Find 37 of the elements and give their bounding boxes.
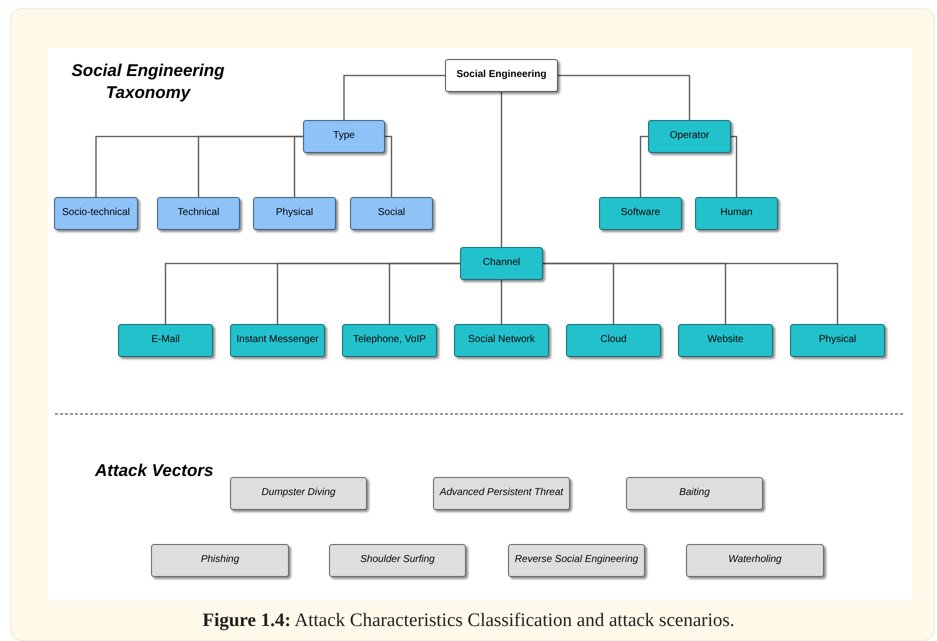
attack-vector-box: Reverse Social Engineering bbox=[508, 544, 645, 577]
attack-vector-box: Phishing bbox=[151, 544, 289, 577]
attack-vector-box: Waterholing bbox=[686, 544, 824, 577]
category-box: Software bbox=[599, 197, 682, 230]
connector-line bbox=[500, 92, 502, 247]
attack-vector-box: Baiting bbox=[626, 477, 763, 510]
section-heading: Social Engineering Taxonomy bbox=[70, 60, 226, 104]
attack-vector-box: Advanced Persistent Threat bbox=[433, 477, 570, 510]
category-box: Telephone, VoIP bbox=[342, 324, 437, 357]
section-heading: Attack Vectors bbox=[95, 460, 214, 482]
category-box: Operator bbox=[648, 120, 731, 153]
category-box: Technical bbox=[157, 197, 240, 230]
category-box: E-Mail bbox=[118, 324, 213, 357]
category-box: Website bbox=[678, 324, 773, 357]
category-box: Social bbox=[350, 197, 433, 230]
connector-line bbox=[343, 74, 445, 120]
category-box: Social Network bbox=[454, 324, 549, 357]
category-box: Type bbox=[303, 120, 385, 153]
category-box: Physical bbox=[790, 324, 885, 357]
figure-caption: Figure 1.4: Attack Characteristics Classification and attack scenarios. bbox=[201, 609, 736, 633]
connector-line bbox=[500, 280, 502, 324]
connector-line bbox=[385, 136, 392, 197]
category-box: Instant Messenger bbox=[230, 324, 325, 357]
connector-line bbox=[731, 136, 738, 197]
attack-vector-box: Dumpster Diving bbox=[230, 477, 367, 510]
connector-line bbox=[388, 262, 460, 324]
category-box: Human bbox=[695, 197, 778, 230]
attack-vector-box: Shoulder Surfing bbox=[329, 544, 466, 577]
category-box: Cloud bbox=[566, 324, 661, 357]
root-box: Social Engineering bbox=[445, 59, 558, 92]
connector-line bbox=[640, 136, 648, 197]
category-box: Channel bbox=[460, 247, 543, 280]
connector-line bbox=[558, 74, 690, 120]
connector-line bbox=[543, 262, 838, 324]
connector-line bbox=[294, 136, 303, 197]
category-box: Physical bbox=[253, 197, 336, 230]
category-box: Socio-technical bbox=[54, 197, 138, 230]
